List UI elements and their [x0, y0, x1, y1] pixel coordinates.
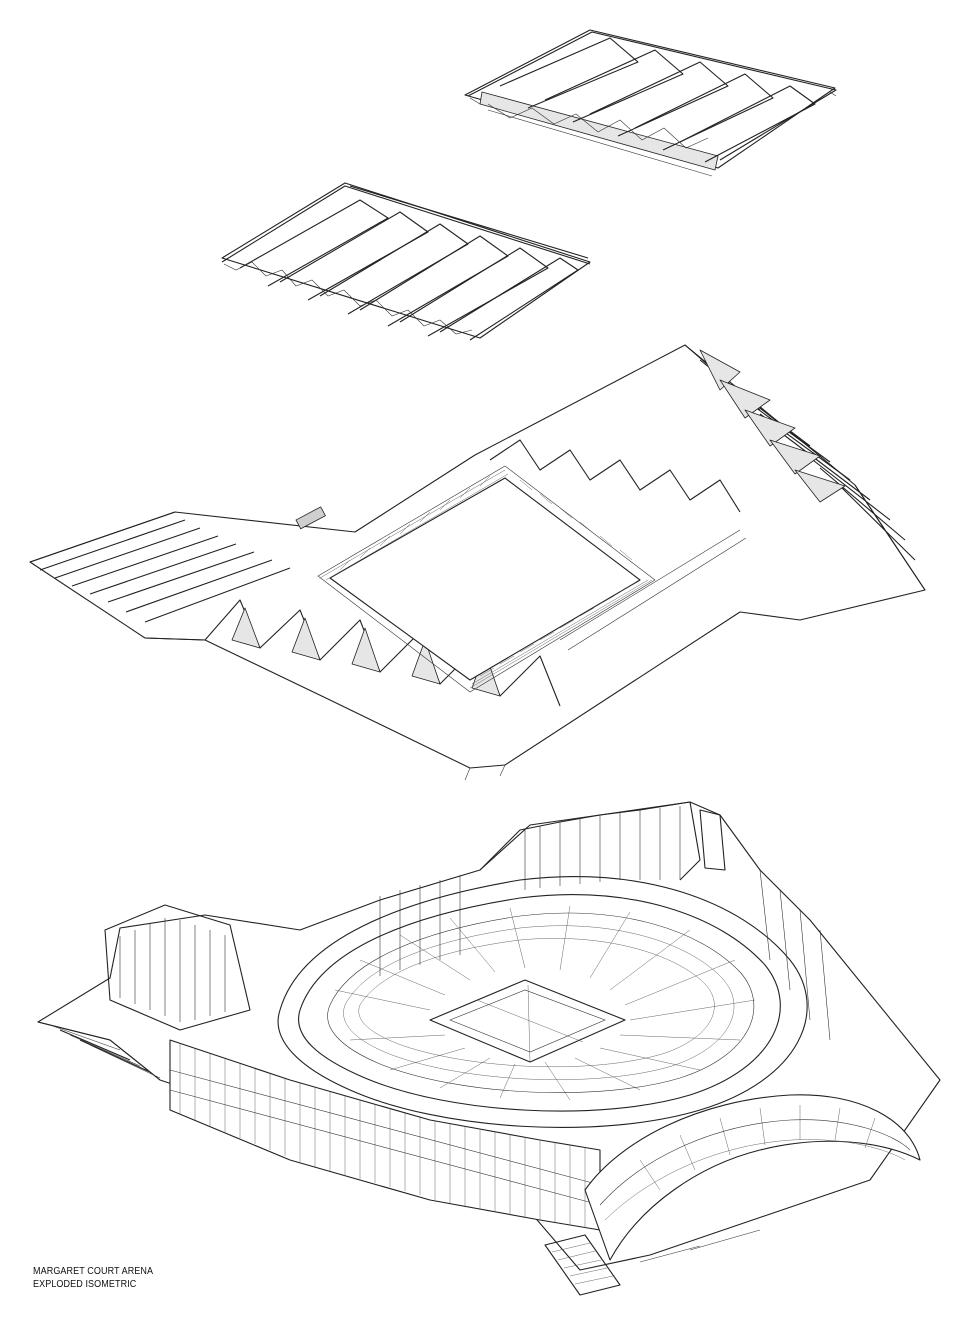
roof-main-with-opening: [29, 344, 926, 781]
stadium-base: [37, 801, 941, 1296]
roof-panel-middle: [221, 182, 591, 341]
caption-subtitle: EXPLODED ISOMETRIC: [33, 1278, 137, 1290]
drawing-caption: MARGARET COURT ARENA EXPLODED ISOMETRIC: [33, 1265, 153, 1291]
caption-title: MARGARET COURT ARENA: [33, 1265, 154, 1277]
roof-panel-top: [464, 29, 837, 177]
